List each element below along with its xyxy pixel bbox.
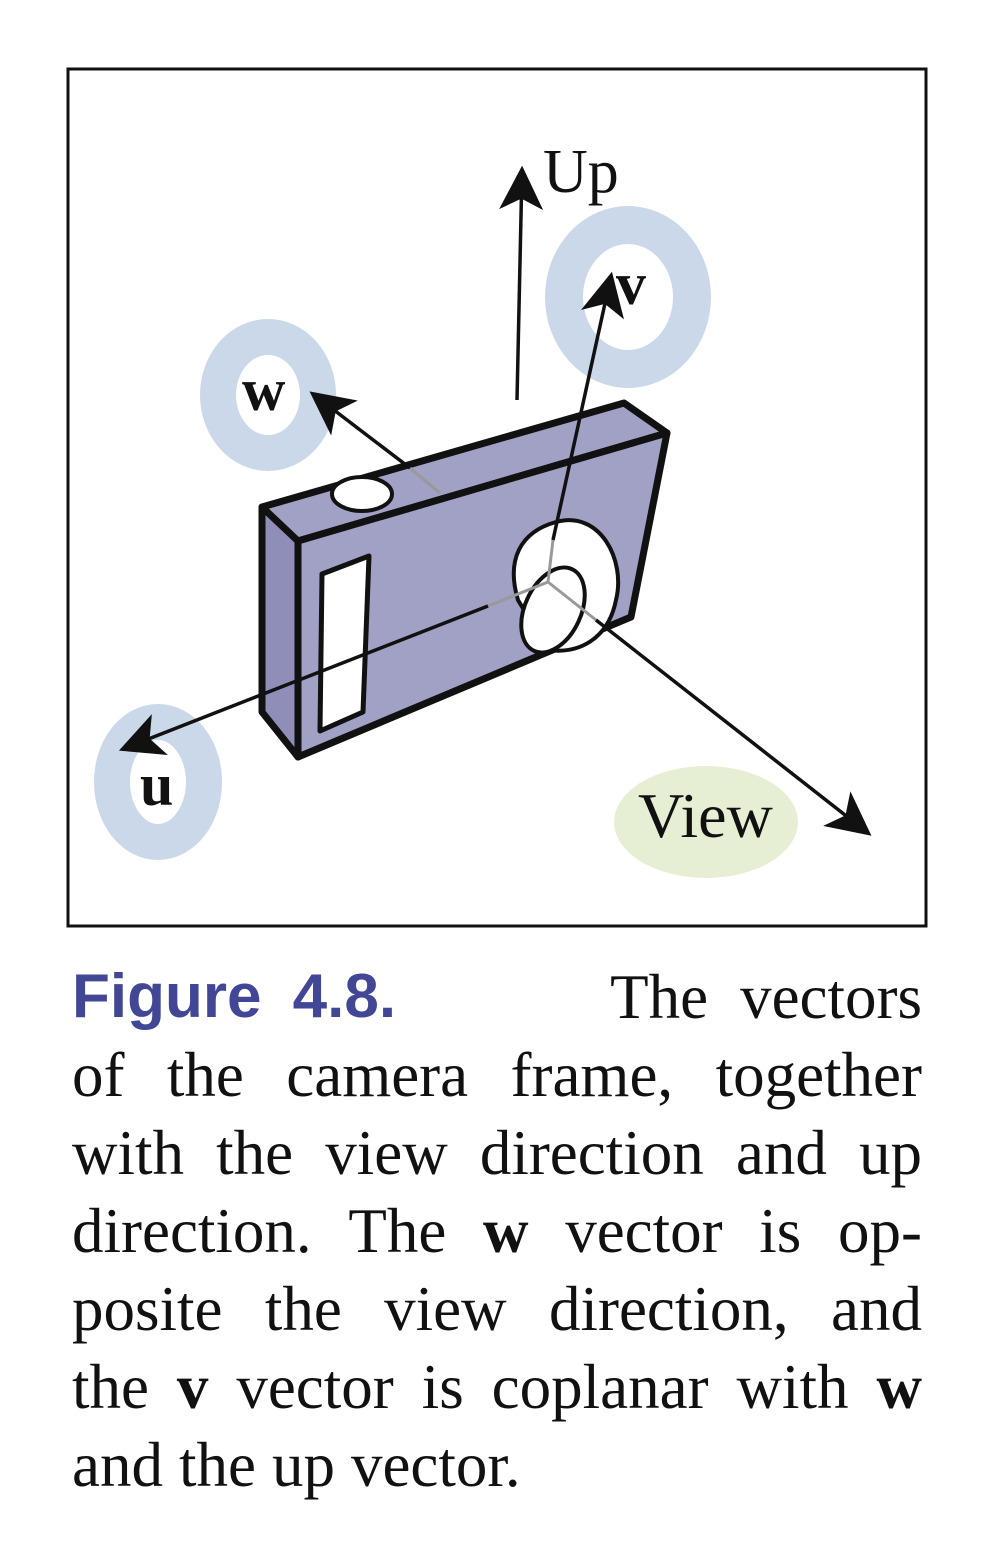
caption-word: w (876, 1352, 922, 1422)
v-label: v (616, 251, 646, 317)
caption-word: posite (72, 1274, 223, 1344)
caption-word: The (348, 1196, 447, 1266)
figure-border (66, 67, 928, 928)
camera-icon (258, 399, 671, 761)
caption-word: frame, (510, 1040, 674, 1110)
up-label: Up (543, 138, 619, 206)
up-arrow (499, 165, 544, 401)
caption-word: and (830, 1274, 922, 1344)
caption-line: the v vector is coplanar with w (72, 1348, 922, 1426)
caption-word: op- (838, 1196, 922, 1266)
view-highlight (614, 766, 798, 878)
caption-line: with the view direction and up (72, 1114, 922, 1192)
caption-word: up (858, 1118, 922, 1188)
hidden-axes (409, 466, 597, 622)
caption-line: posite the view direction, and (72, 1270, 922, 1348)
caption-word: together (715, 1040, 922, 1110)
v-arrow (551, 271, 624, 541)
caption-word: direction, (548, 1274, 789, 1344)
caption-word: vector (565, 1196, 723, 1266)
caption-word: the (166, 1040, 244, 1110)
caption-word: the (264, 1274, 342, 1344)
w-label: w (242, 357, 286, 423)
caption-word: the (216, 1118, 294, 1188)
w-arrow (309, 391, 412, 470)
caption-line: of the camera frame, together (72, 1036, 922, 1114)
caption-word: coplanar (491, 1352, 709, 1422)
camera-frame-diagram: Up v w u View (66, 67, 928, 928)
caption-line: direction. The w vector is op- (72, 1192, 922, 1270)
caption-word: direction (479, 1118, 704, 1188)
caption-word: w (483, 1196, 529, 1266)
caption-word: the (72, 1352, 149, 1422)
caption-word: of (72, 1040, 125, 1110)
caption-word: and (735, 1118, 827, 1188)
caption-word: v (176, 1352, 209, 1422)
figure-number: Figure 4.8. (72, 962, 397, 1031)
view-arrow (594, 618, 872, 836)
u-label: u (140, 752, 173, 818)
caption-word: vector (236, 1352, 394, 1422)
caption-word: camera (286, 1040, 469, 1110)
caption-word: is (421, 1352, 464, 1422)
u-arrow (118, 604, 489, 756)
v-highlight (545, 206, 711, 388)
caption-word: direction. (72, 1196, 312, 1266)
caption-word: view (325, 1118, 448, 1188)
caption-word: is (759, 1196, 802, 1266)
caption-word: view (384, 1274, 507, 1344)
view-label: View (638, 780, 773, 851)
caption-word: with (72, 1118, 185, 1188)
caption-word: with (736, 1352, 849, 1422)
